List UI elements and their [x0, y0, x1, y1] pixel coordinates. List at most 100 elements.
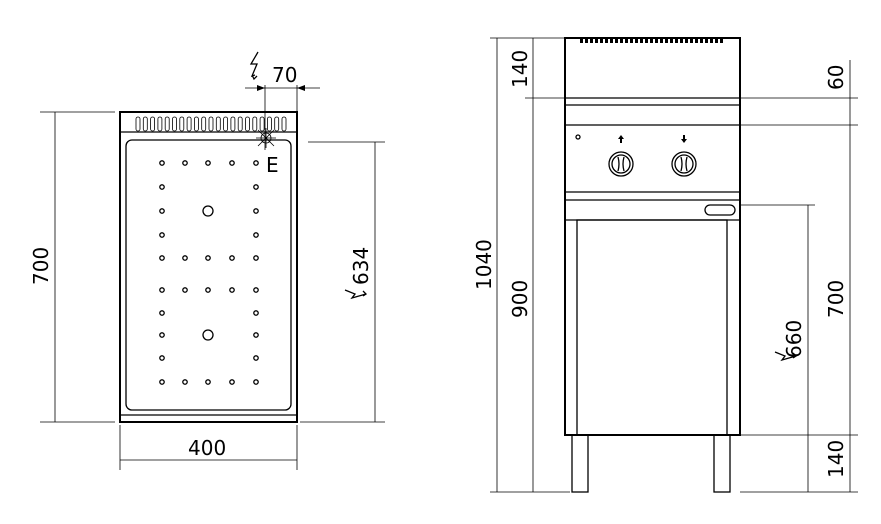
vent-slot	[580, 39, 583, 43]
vent-slot	[675, 39, 678, 43]
vent-slot	[710, 39, 713, 43]
vent-slot	[645, 39, 648, 43]
plate-dot	[205, 160, 211, 166]
vent-slot	[685, 39, 688, 43]
vent-slot	[630, 39, 633, 43]
plate-dot	[229, 287, 235, 293]
panel-offset-label: 60	[824, 65, 848, 90]
vent-slot	[595, 39, 598, 43]
vent-slot	[142, 116, 148, 132]
appliance-outline-top	[119, 111, 298, 423]
vent-slot	[655, 39, 658, 43]
vent-slot	[186, 116, 192, 132]
cooking-plate	[125, 139, 292, 411]
vent-slot	[230, 116, 236, 132]
plate-dot	[253, 232, 259, 238]
cabinet-height-label: 700	[824, 280, 848, 318]
cabinet-door	[576, 219, 728, 436]
plate-dot	[159, 332, 165, 338]
heating-zone-marker	[202, 205, 214, 217]
vent-slot	[590, 39, 593, 43]
plate-dot	[205, 287, 211, 293]
plate-dot	[253, 310, 259, 316]
connection-offset-label: 70	[272, 63, 297, 87]
plate-dot	[229, 160, 235, 166]
control-knob-left[interactable]	[608, 135, 634, 177]
plate-dot	[253, 255, 259, 261]
arrow-down-icon	[681, 135, 687, 143]
plate-dot	[253, 208, 259, 214]
plate-dot	[182, 379, 188, 385]
plate-dot	[253, 379, 259, 385]
vent-slot	[252, 116, 258, 132]
width-label: 400	[188, 436, 226, 460]
vent-slot	[215, 116, 221, 132]
body-height-label: 900	[508, 280, 532, 318]
arrow-up-icon	[618, 135, 624, 143]
vent-slot	[135, 116, 141, 132]
plate-dot	[205, 255, 211, 261]
vent-slot	[680, 39, 683, 43]
indicator-light	[575, 134, 581, 140]
vent-slot	[274, 116, 280, 132]
connection-height-label: 660	[782, 320, 806, 358]
plate-dot	[159, 310, 165, 316]
plate-dot	[159, 184, 165, 190]
vent-slot	[281, 116, 287, 132]
vent-slot	[237, 116, 243, 132]
vent-slot	[715, 39, 718, 43]
vent-slot	[635, 39, 638, 43]
vent-slot	[150, 116, 156, 132]
plate-dot	[253, 287, 259, 293]
vent-slot	[179, 116, 185, 132]
vent-slot	[705, 39, 708, 43]
vent-slot	[650, 39, 653, 43]
vent-slot	[208, 116, 214, 132]
vent-slot	[665, 39, 668, 43]
vent-slot	[201, 116, 207, 132]
plate-dots	[159, 160, 259, 385]
vent-slot	[720, 39, 723, 43]
heating-zone-marker	[202, 329, 214, 341]
vent-slot	[193, 116, 199, 132]
plate-dot	[229, 255, 235, 261]
vent-slot	[660, 39, 663, 43]
plate-dot	[253, 355, 259, 361]
connection-point-icon	[256, 128, 276, 148]
leg	[713, 434, 731, 493]
plate-dot	[159, 287, 165, 293]
vent-slot	[157, 116, 163, 132]
leg	[571, 434, 589, 493]
vent-slot	[223, 116, 229, 132]
door-handle	[704, 204, 736, 216]
electric-connection-icon	[249, 51, 259, 81]
vent-slot	[670, 39, 673, 43]
plate-dot	[159, 232, 165, 238]
vent-slot	[640, 39, 643, 43]
plate-dot	[159, 255, 165, 261]
vent-slot	[620, 39, 623, 43]
plate-dot	[159, 379, 165, 385]
depth-label: 700	[29, 247, 53, 285]
plate-dot	[253, 160, 259, 166]
plate-dot	[159, 160, 165, 166]
vent-slot	[690, 39, 693, 43]
vent-slot	[164, 116, 170, 132]
vent-slot	[695, 39, 698, 43]
plate-dot	[159, 355, 165, 361]
vent-slot	[259, 116, 265, 132]
plate-dot	[253, 184, 259, 190]
electric-connection-icon	[774, 351, 798, 362]
vent-slot	[615, 39, 618, 43]
front-view: 1040 140 900 60 700 140 660	[472, 37, 858, 493]
vent-slot	[266, 116, 272, 132]
control-knob-right[interactable]	[671, 135, 697, 177]
vent-slots	[135, 116, 287, 132]
top-section-label: 140	[508, 50, 532, 88]
plate-dot	[253, 332, 259, 338]
plate-dot	[182, 255, 188, 261]
vent-slot	[610, 39, 613, 43]
leg-height-label: 140	[824, 440, 848, 478]
vent-slot	[605, 39, 608, 43]
